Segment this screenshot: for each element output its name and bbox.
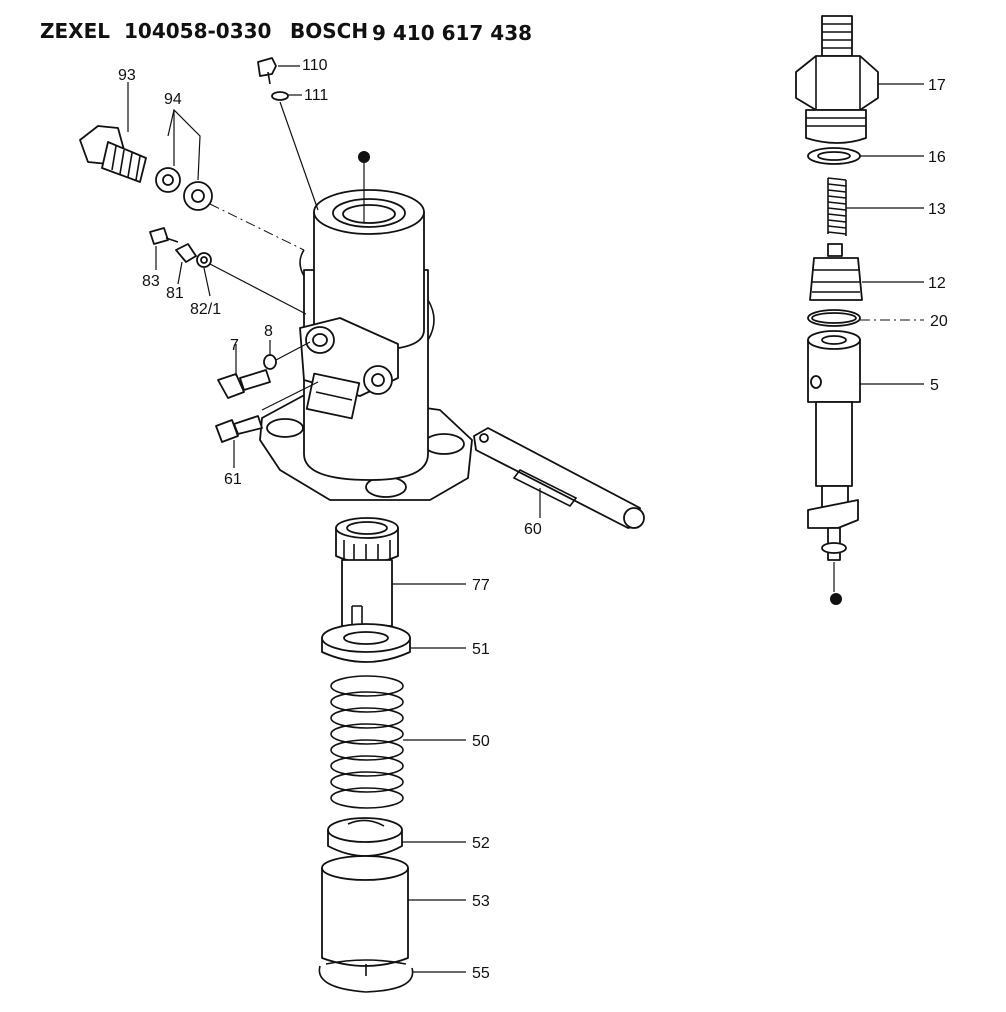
callout-83: 83 xyxy=(142,273,160,290)
part-55-retaining-ring xyxy=(318,959,466,993)
callout-20: 20 xyxy=(930,313,948,330)
part-83-81-82-screw-plate-washer xyxy=(149,227,307,315)
callout-60: 60 xyxy=(524,521,542,538)
callout-52: 52 xyxy=(472,835,490,852)
callout-16: 16 xyxy=(928,149,946,166)
callout-61: 61 xyxy=(224,471,242,488)
header: ZEXEL 104058-0330 BOSCH 9 410 617 438 xyxy=(40,19,532,45)
reference-dot-bottom-right xyxy=(830,593,842,605)
part-93-banjo-bolt xyxy=(79,125,147,183)
callout-51: 51 xyxy=(472,641,490,658)
callout-111: 111 xyxy=(304,87,328,104)
part-94-sealing-washers xyxy=(155,167,213,211)
part-51-upper-spring-seat xyxy=(321,623,466,663)
part-7-8-bolt-washer xyxy=(217,340,311,399)
header-zexel-part-number: 104058-0330 xyxy=(124,19,271,43)
callout-50: 50 xyxy=(472,733,490,750)
callout-53: 53 xyxy=(472,893,490,910)
callout-8: 8 xyxy=(264,323,273,340)
part-52-lower-spring-seat xyxy=(327,817,466,857)
callout-5: 5 xyxy=(930,377,939,394)
part-77-control-sleeve xyxy=(335,517,466,627)
pump-housing xyxy=(259,189,473,501)
callout-55: 55 xyxy=(472,965,490,982)
part-50-plunger-spring xyxy=(330,675,466,809)
header-brand-bosch: BOSCH xyxy=(290,19,368,43)
reference-dot-top-left xyxy=(358,151,370,163)
part-17-delivery-valve-holder xyxy=(795,15,924,144)
callout-12: 12 xyxy=(928,275,946,292)
callout-labels: 93 94 110 111 83 81 82/1 7 8 61 60 77 51… xyxy=(118,57,948,982)
part-12-delivery-valve xyxy=(809,243,924,301)
part-16-gasket xyxy=(807,147,924,165)
callout-77: 77 xyxy=(472,577,490,594)
callout-13: 13 xyxy=(928,201,946,218)
callout-81: 81 xyxy=(166,285,184,302)
callout-82-1: 82/1 xyxy=(190,301,221,318)
callout-7: 7 xyxy=(230,337,239,354)
part-53-roller-tappet xyxy=(321,855,466,967)
part-5-plunger-barrel xyxy=(807,330,924,592)
header-brand-zexel: ZEXEL xyxy=(40,19,110,43)
part-110-111-screw-washer xyxy=(257,57,319,211)
part-61-bolt xyxy=(215,381,319,468)
part-60-control-rod xyxy=(473,427,645,529)
callout-94: 94 xyxy=(164,91,182,108)
callout-93: 93 xyxy=(118,67,136,84)
part-13-valve-spring xyxy=(827,177,924,236)
callout-17: 17 xyxy=(928,77,946,94)
callout-110: 110 xyxy=(302,57,328,74)
part-20-o-ring xyxy=(807,309,924,327)
header-bosch-part-number: 9 410 617 438 xyxy=(372,21,532,45)
